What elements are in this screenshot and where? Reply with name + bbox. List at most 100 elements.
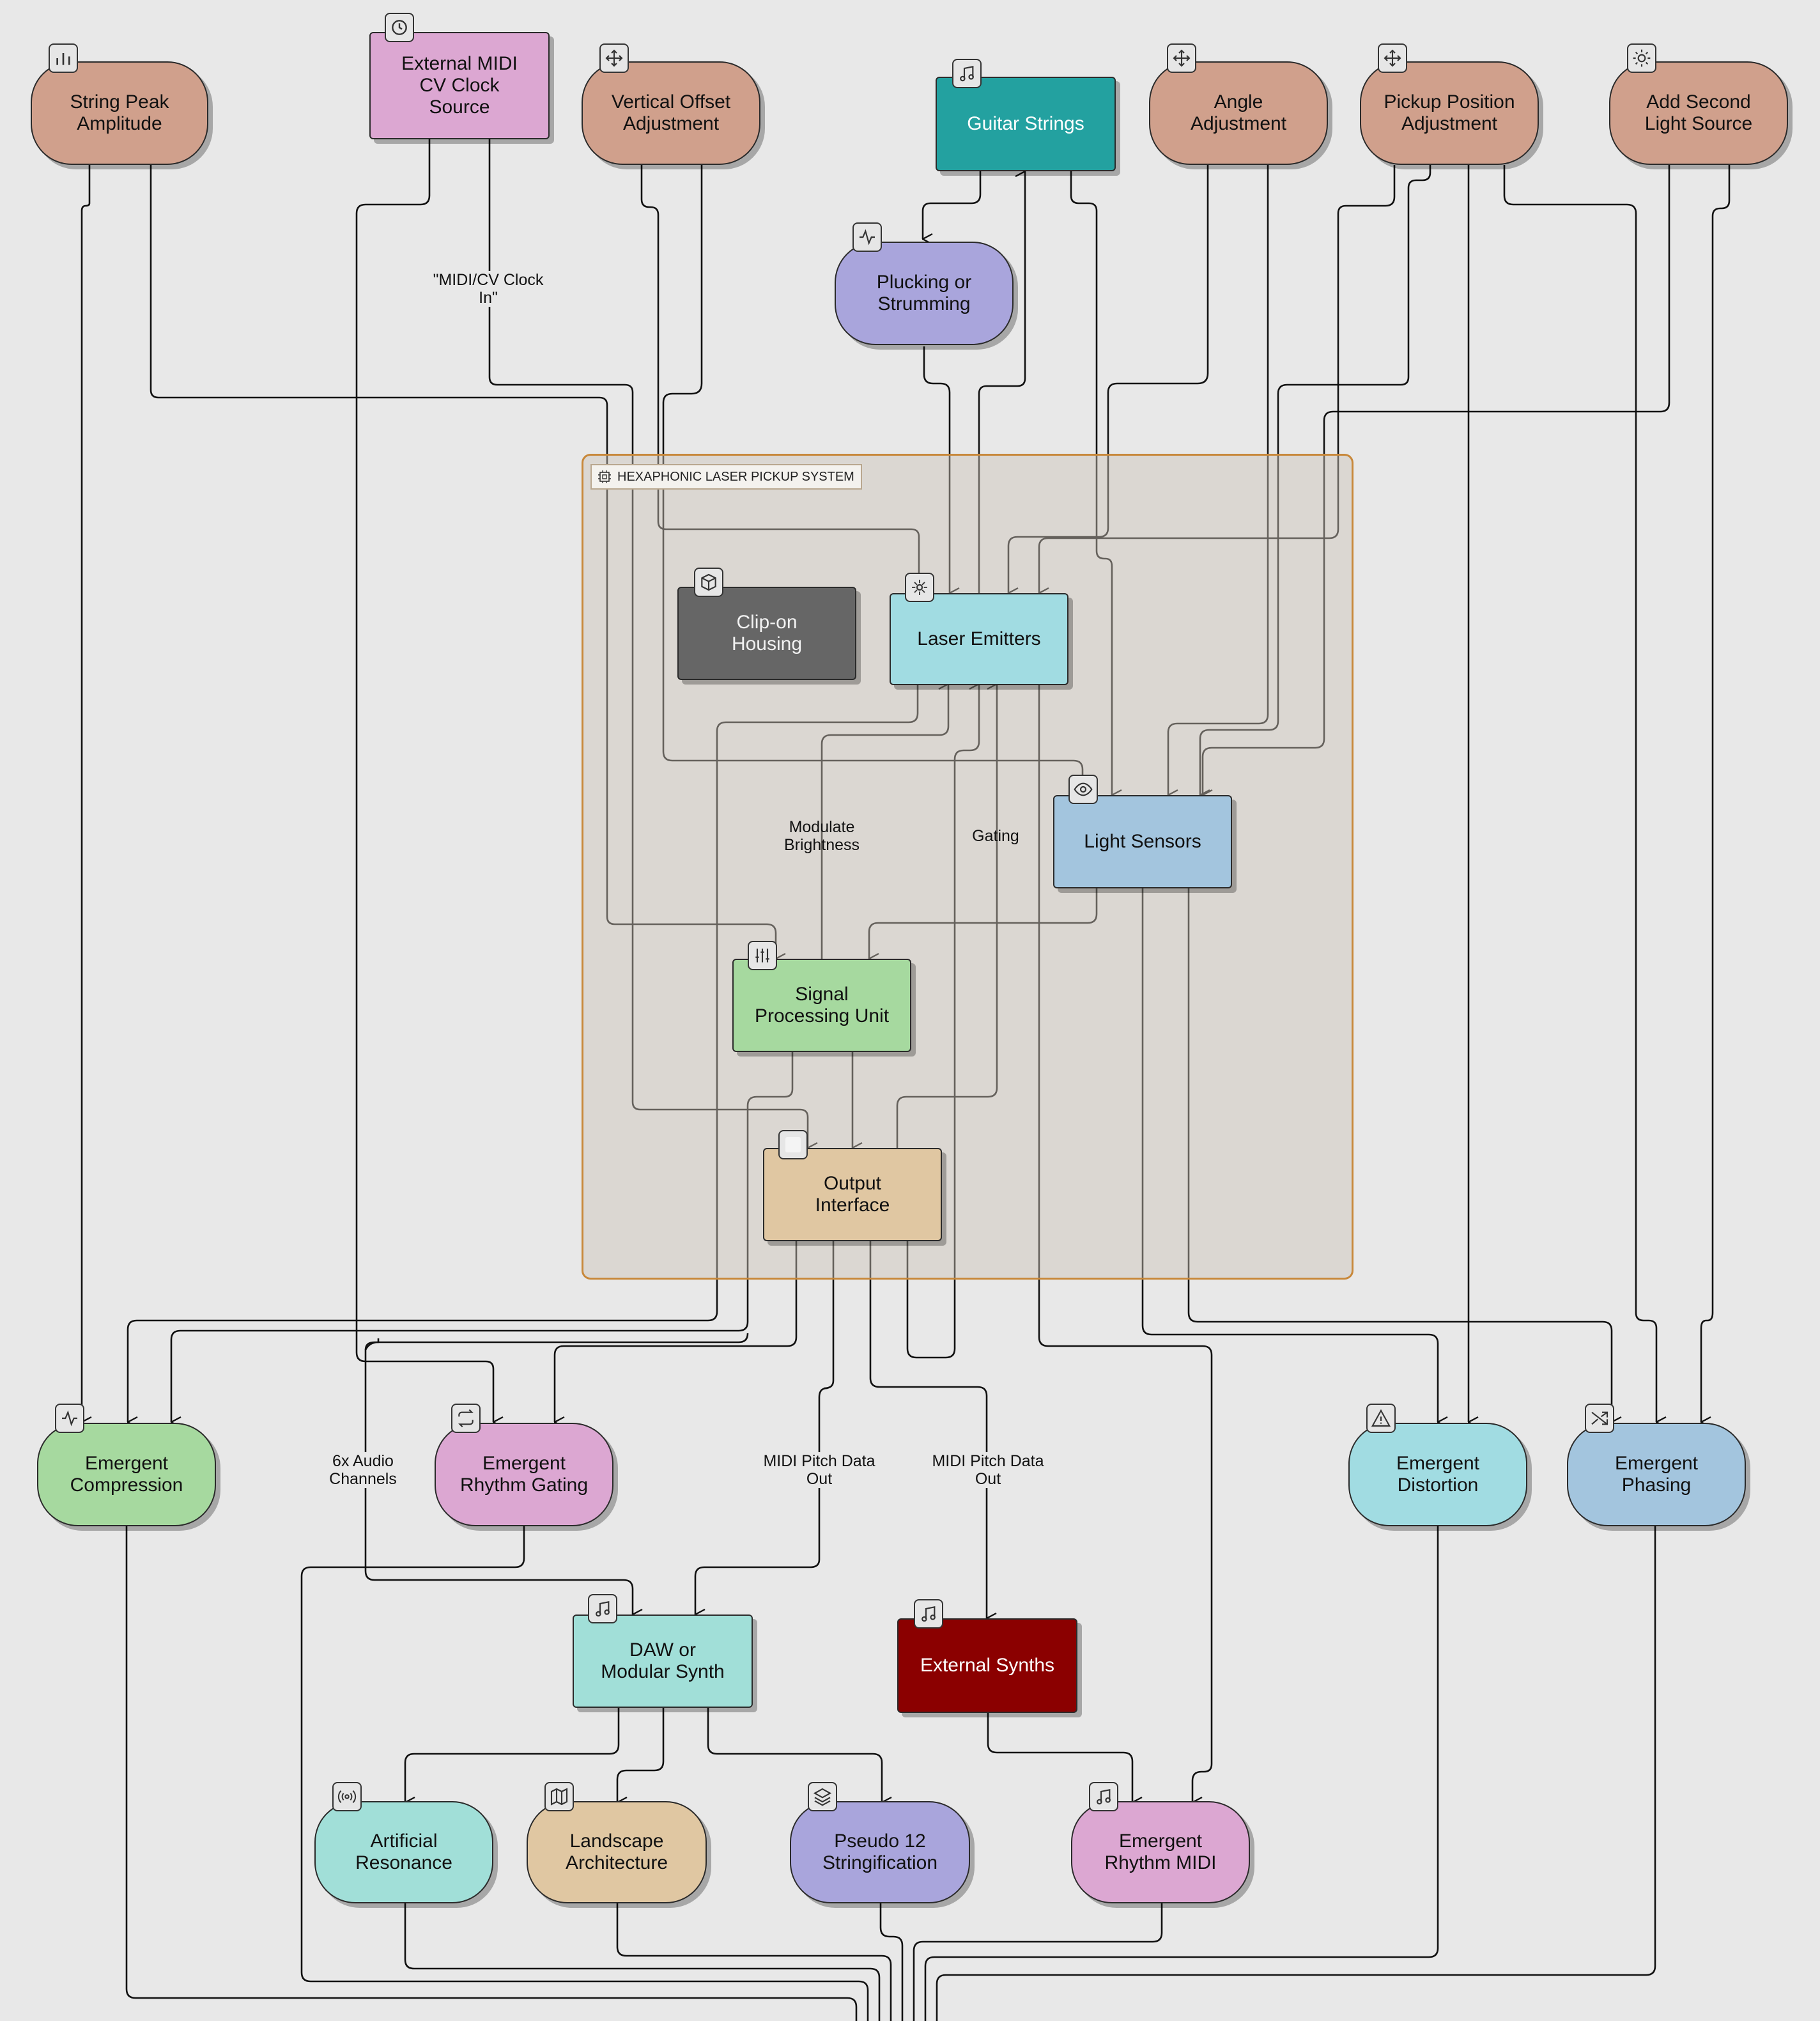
node-label: Emergent Rhythm MIDI bbox=[1104, 1831, 1217, 1873]
edge-string-peak-to-signal bbox=[150, 163, 776, 959]
edge-plucking-to-laser bbox=[923, 346, 950, 593]
node-label: Emergent Distortion bbox=[1396, 1453, 1480, 1496]
node-label: External MIDI CV Clock Source bbox=[401, 53, 518, 118]
edge-output-to-external-synths bbox=[869, 1241, 987, 1618]
activity-icon bbox=[55, 1404, 84, 1433]
node-label: Vertical Offset Adjustment bbox=[611, 91, 731, 134]
node-output-interface[interactable]: Output Interface bbox=[763, 1148, 942, 1241]
node-angle-adjustment[interactable]: Angle Adjustment bbox=[1149, 61, 1328, 165]
edge-laser-to-guitar bbox=[978, 171, 1026, 593]
edge-rhythm-gating-out bbox=[300, 1526, 869, 2021]
edge-pseudo12-out bbox=[879, 1903, 904, 2021]
edge-audio-origin bbox=[364, 1333, 749, 1351]
node-add-second-light-source[interactable]: Add Second Light Source bbox=[1609, 61, 1788, 165]
move-icon bbox=[1378, 43, 1407, 73]
edge-midi-clock-to-rhythm-gating bbox=[355, 138, 493, 1422]
edge-daw-to-resonance bbox=[404, 1707, 620, 1802]
node-label: Emergent Phasing bbox=[1614, 1453, 1699, 1496]
node-daw-or-modular-synth[interactable]: DAW or Modular Synth bbox=[573, 1614, 753, 1708]
edge-resonance-out bbox=[404, 1903, 881, 2021]
node-string-peak-amplitude[interactable]: String Peak Amplitude bbox=[31, 61, 208, 165]
sun-icon bbox=[1627, 43, 1656, 73]
node-pickup-position-adjustment[interactable]: Pickup Position Adjustment bbox=[1360, 61, 1539, 165]
move-icon bbox=[1167, 43, 1196, 73]
node-emergent-distortion[interactable]: Emergent Distortion bbox=[1348, 1423, 1527, 1526]
node-external-midi-cv-clock[interactable]: External MIDI CV Clock Source bbox=[369, 32, 550, 139]
repeat-icon bbox=[451, 1404, 481, 1433]
edge-output-to-rhythm-gating bbox=[553, 1241, 798, 1422]
edge-pickup-to-sensors-a bbox=[1199, 165, 1431, 795]
edge-label-modulate-brightness: Modulate Brightness bbox=[783, 818, 860, 854]
edge-landscape-out bbox=[616, 1903, 892, 2021]
edge-daw-to-landscape bbox=[616, 1707, 665, 1802]
edge-label-gating: Gating bbox=[972, 827, 1019, 845]
edge-label-midi-pitch-out-1: MIDI Pitch Data Out bbox=[763, 1452, 875, 1488]
node-label: Pseudo 12 Stringification bbox=[822, 1831, 938, 1873]
node-label: DAW or Modular Synth bbox=[601, 1639, 725, 1682]
node-pseudo-12-stringification[interactable]: Pseudo 12 Stringification bbox=[790, 1801, 970, 1903]
laser-icon bbox=[905, 573, 934, 602]
node-emergent-rhythm-midi[interactable]: Emergent Rhythm MIDI bbox=[1071, 1801, 1250, 1903]
edge-output-to-daw-midi bbox=[694, 1241, 835, 1614]
node-light-sensors[interactable]: Light Sensors bbox=[1053, 795, 1232, 888]
edge-sensors-to-phasing bbox=[1187, 888, 1612, 1422]
node-emergent-phasing[interactable]: Emergent Phasing bbox=[1567, 1423, 1746, 1526]
node-label: Guitar Strings bbox=[967, 113, 1084, 134]
edge-label-6x-audio: 6x Audio Channels bbox=[329, 1452, 397, 1488]
node-label: Light Sensors bbox=[1084, 831, 1201, 852]
edge-pickup-to-phasing bbox=[1503, 165, 1656, 1422]
node-signal-processing-unit[interactable]: Signal Processing Unit bbox=[732, 959, 911, 1052]
music-note-icon bbox=[588, 1594, 617, 1623]
broadcast-icon bbox=[332, 1782, 362, 1811]
node-emergent-compression[interactable]: Emergent Compression bbox=[37, 1423, 216, 1526]
shuffle-icon bbox=[1585, 1404, 1614, 1433]
node-vertical-offset-adjustment[interactable]: Vertical Offset Adjustment bbox=[582, 61, 760, 165]
group-label-text: HEXAPHONIC LASER PICKUP SYSTEM bbox=[617, 470, 854, 484]
node-label: Emergent Compression bbox=[70, 1453, 183, 1496]
sliders-icon bbox=[748, 941, 777, 970]
edge-angle-to-sensors bbox=[1167, 165, 1269, 795]
node-external-synths[interactable]: External Synths bbox=[897, 1618, 1077, 1713]
chip-icon bbox=[598, 470, 611, 483]
node-guitar-strings[interactable]: Guitar Strings bbox=[936, 77, 1116, 171]
node-laser-emitters[interactable]: Laser Emitters bbox=[890, 593, 1068, 685]
node-label: External Synths bbox=[920, 1655, 1055, 1676]
music-note-icon bbox=[952, 59, 982, 88]
node-plucking-or-strumming[interactable]: Plucking or Strumming bbox=[835, 242, 1014, 345]
edge-phasing-out bbox=[936, 1526, 1656, 2021]
edge-compression-out bbox=[125, 1526, 858, 2021]
node-label: Pickup Position Adjustment bbox=[1384, 91, 1515, 134]
node-emergent-rhythm-gating[interactable]: Emergent Rhythm Gating bbox=[435, 1423, 613, 1526]
node-label: Artificial Resonance bbox=[355, 1831, 452, 1873]
square-icon bbox=[778, 1130, 808, 1159]
node-landscape-architecture[interactable]: Landscape Architecture bbox=[527, 1801, 707, 1903]
edge-angle-to-laser bbox=[1007, 165, 1209, 593]
activity-icon bbox=[852, 222, 882, 252]
node-label: Add Second Light Source bbox=[1644, 91, 1753, 134]
edge-vertical-offset-to-sensors bbox=[662, 165, 1083, 795]
eye-icon bbox=[1068, 775, 1098, 804]
edge-signal-to-compression bbox=[170, 1052, 794, 1422]
edge-midi-clock-in bbox=[488, 138, 808, 1148]
edge-vertical-offset-to-laser bbox=[640, 165, 919, 593]
map-icon bbox=[544, 1782, 574, 1811]
edge-laser-to-compression bbox=[127, 684, 919, 1422]
node-label: Plucking or Strumming bbox=[876, 272, 972, 314]
clock-icon bbox=[385, 13, 414, 42]
edge-label-midi-cv-clock-in: "MIDI/CV Clock In" bbox=[433, 271, 544, 307]
edge-rhythm-midi-out bbox=[913, 1903, 1163, 2021]
layers-icon bbox=[808, 1782, 837, 1811]
edge-external-synths-to-rhythm-midi bbox=[987, 1713, 1132, 1802]
node-clip-on-housing[interactable]: Clip-on Housing bbox=[677, 587, 856, 680]
node-artificial-resonance[interactable]: Artificial Resonance bbox=[314, 1801, 493, 1903]
edge-output-to-daw-audio bbox=[364, 1338, 633, 1614]
music-note-icon bbox=[914, 1599, 943, 1629]
edge-second-light-to-phasing bbox=[1700, 165, 1731, 1422]
edge-guitar-to-plucking bbox=[922, 171, 982, 239]
edge-label-midi-pitch-out-2: MIDI Pitch Data Out bbox=[932, 1452, 1044, 1488]
node-label: Laser Emitters bbox=[917, 628, 1041, 649]
box-icon bbox=[694, 568, 723, 597]
edge-sensors-to-signal bbox=[868, 888, 1098, 959]
